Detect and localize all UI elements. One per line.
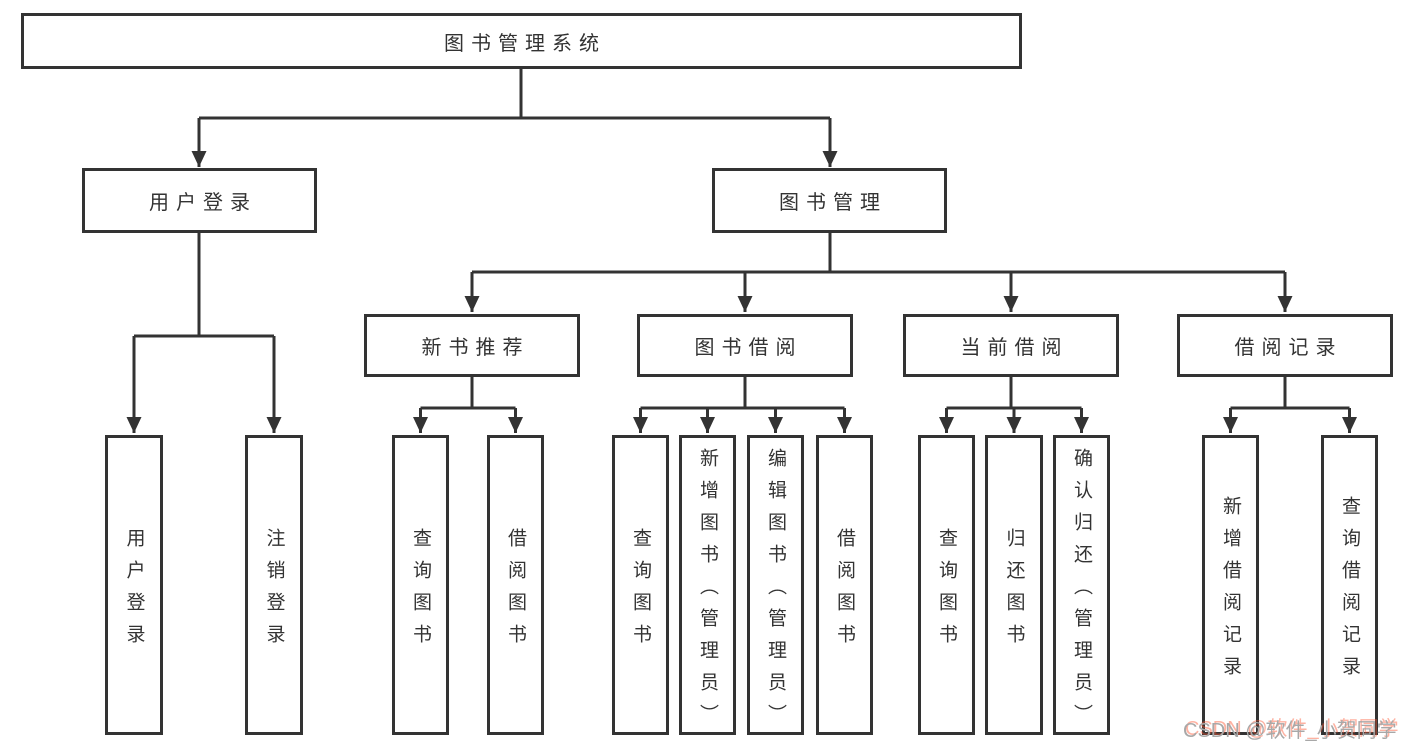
node-current-borrow-label: 当前借阅 [960,337,1069,359]
leaf-query-borrow-record: 查询借阅记录 [1321,435,1378,735]
node-book-borrow: 图书借阅 [637,314,853,377]
leaf-borrow-book-newrec: 借阅图书 [487,435,544,735]
leaf-query-book-newrec-label: 查询图书 [410,527,431,656]
node-root: 图书管理系统 [21,13,1022,69]
node-new-book-recommend: 新书推荐 [364,314,580,377]
leaf-query-book-current-label: 查询图书 [936,527,957,656]
node-book-management-label: 图书管理 [779,192,887,214]
leaf-logout-label: 注销登录 [263,527,285,656]
leaf-borrow-book-newrec-label: 借阅图书 [505,527,526,656]
node-borrow-records-label: 借阅记录 [1234,337,1343,359]
leaf-user-login-label: 用户登录 [123,527,145,656]
leaf-borrow-book: 借阅图书 [816,435,873,735]
leaf-add-book-admin-label: 新增图书（管理员） [697,447,718,736]
leaf-return-book: 归还图书 [985,435,1043,735]
leaf-query-book-borrow-label: 查询图书 [630,527,651,656]
watermark: CSDN @软件_小贺同学 [1183,714,1397,743]
node-book-borrow-label: 图书借阅 [694,337,803,359]
node-borrow-records: 借阅记录 [1177,314,1393,377]
node-book-management: 图书管理 [712,168,947,233]
leaf-query-book-borrow: 查询图书 [612,435,669,735]
node-current-borrow: 当前借阅 [903,314,1119,377]
node-root-label: 图书管理系统 [444,32,606,55]
leaf-add-book-admin: 新增图书（管理员） [679,435,736,736]
leaf-user-login: 用户登录 [105,435,163,735]
leaf-return-book-label: 归还图书 [1003,527,1025,656]
node-user-login: 用户登录 [82,168,317,233]
leaf-confirm-return-admin-label: 确认归还（管理员） [1071,447,1092,736]
leaf-logout: 注销登录 [245,435,303,735]
leaf-add-borrow-record-label: 新增借阅记录 [1220,495,1241,688]
leaf-edit-book-admin-label: 编辑图书（管理员） [765,447,786,736]
leaf-add-borrow-record: 新增借阅记录 [1202,435,1259,735]
leaf-borrow-book-label: 借阅图书 [834,527,855,656]
watermark-text: CSDN @软件_小贺同学 [1183,720,1397,742]
node-user-login-label: 用户登录 [149,192,257,214]
leaf-query-book-newrec: 查询图书 [392,435,449,735]
leaf-query-borrow-record-label: 查询借阅记录 [1339,495,1360,688]
leaf-edit-book-admin: 编辑图书（管理员） [747,435,804,736]
leaf-confirm-return-admin: 确认归还（管理员） [1053,435,1110,736]
leaf-query-book-current: 查询图书 [918,435,975,735]
node-new-book-recommend-label: 新书推荐 [421,337,530,359]
